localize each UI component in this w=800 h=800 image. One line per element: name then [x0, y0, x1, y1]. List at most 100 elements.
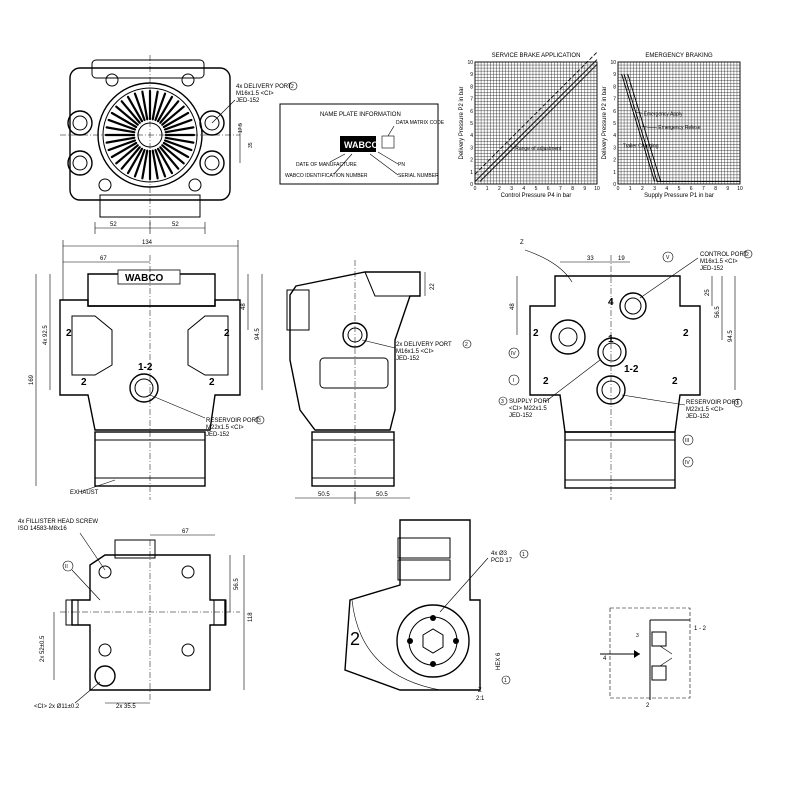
radial-slot: [154, 148, 167, 178]
front-dim-169: 169: [29, 374, 35, 385]
front-logo: WABCO: [125, 273, 164, 284]
rear-reservoir-num: 3: [736, 401, 739, 407]
radial-slot: [151, 90, 159, 121]
rear-supply-num: 3: [501, 399, 504, 405]
top-delivery-port-line2: M16x1.5 <CI>: [236, 91, 274, 97]
nameplate-wabco-id: WABCO IDENTIFICATION NUMBER: [285, 173, 368, 179]
chart-annotation: Range of adjustment: [515, 146, 562, 152]
rear-port-label-2b: 2: [683, 328, 689, 339]
rear-port-label-1-2: 1-2: [624, 364, 639, 375]
port-bottom-right: [199, 150, 225, 176]
radial-slot: [126, 95, 144, 123]
x-tick-label: 0: [617, 186, 620, 192]
detail-holes-num: 1: [522, 552, 525, 558]
rear-dim-56-5: 56.5: [715, 306, 721, 318]
top-delivery-port-line1: 4x DELIVERY PORT: [236, 84, 292, 90]
nameplate-title: NAME PLATE INFORMATION: [320, 112, 401, 118]
y-tick-label: 1: [613, 170, 616, 176]
y-tick-label: 2: [613, 158, 616, 164]
y-tick-label: 3: [470, 145, 473, 151]
schematic-label-1-2: 1 - 2: [694, 626, 707, 632]
rear-port-label-2c: 2: [543, 376, 549, 387]
rear-control-line3: JED-152: [700, 266, 724, 272]
radial-slot: [133, 148, 146, 178]
series-line: [627, 74, 662, 182]
rear-reservoir-line2: M22x1.5 <CI>: [686, 407, 724, 413]
y-tick-label: 4: [613, 133, 616, 139]
x-tick-label: 0: [474, 186, 477, 192]
radial-slot: [154, 92, 167, 122]
y-tick-label: 1: [470, 170, 473, 176]
radial-slot: [110, 111, 138, 129]
y-tick-label: 10: [467, 60, 473, 66]
side-dim-50-5b: 50.5: [376, 492, 388, 498]
chart-frame: [474, 61, 598, 185]
radial-slot: [163, 118, 193, 131]
x-tick-label: 9: [583, 186, 586, 192]
radial-slot: [120, 100, 141, 124]
side-delivery-line1: 2x DELIVERY PORT: [396, 342, 452, 348]
rear-z: Z: [520, 240, 524, 246]
radial-slot: [162, 141, 190, 159]
detail-z: Z: [478, 688, 482, 694]
top-view: 52 52 17.5 35 4x DELIVERY PORT M16x1.5 <…: [60, 55, 298, 234]
radial-slot: [110, 141, 138, 159]
dim-35: 35: [248, 142, 254, 148]
schematic-label-2: 2: [646, 703, 650, 709]
front-dim-67: 67: [100, 256, 107, 262]
rear-supply-line3: JED-152: [509, 413, 533, 419]
radial-slot: [161, 144, 185, 165]
rear-port-label-2d: 2: [672, 376, 678, 387]
radial-slot: [164, 136, 195, 144]
y-axis-label: Delivery Pressure P2 in bar: [459, 86, 465, 159]
schematic-label-3: 3: [636, 633, 639, 639]
front-reservoir-num: 3: [258, 418, 261, 424]
nameplate-date: DATE OF MANUFACTURE: [296, 162, 357, 168]
dim-17-5: 17.5: [238, 123, 244, 133]
bottom-dim-35-5: 2x 35.5: [116, 704, 136, 710]
radial-slot: [156, 147, 174, 175]
nameplate-data-matrix: DATA MATRIX CODE: [396, 120, 445, 126]
detail-holes-line2: PCD 17: [491, 558, 513, 564]
chart-title: SERVICE BRAKE APPLICATION: [492, 53, 581, 59]
rear-reservoir-line1: RESERVOIR PORT: [686, 400, 740, 406]
chart-annotation: Trailer Charging: [623, 143, 659, 149]
rear-control-line1: CONTROL PORT: [700, 252, 748, 258]
bottom-view: 4x FILLISTER HEAD SCREW ISO 14583-M8x16 …: [18, 519, 254, 710]
chart-emergency-braking: EMERGENCY BRAKING00112233445566778899101…: [602, 53, 743, 199]
front-dim-134: 134: [142, 240, 153, 246]
rear-dim-25: 25: [705, 289, 711, 296]
x-tick-label: 1: [629, 186, 632, 192]
rear-port-label-1: 1: [608, 334, 614, 345]
nameplate-serial: SERIAL NUMBER: [398, 173, 439, 179]
chart-annotation: Emergency Apply: [644, 112, 683, 118]
rear-roman-iii: III: [685, 438, 689, 444]
radial-slot: [120, 146, 141, 170]
radial-slot: [159, 146, 180, 170]
y-tick-label: 6: [613, 109, 616, 115]
series-line: [621, 74, 656, 182]
y-tick-label: 9: [613, 72, 616, 78]
x-tick-label: 2: [498, 186, 501, 192]
y-tick-label: 7: [470, 97, 473, 103]
radial-slot: [141, 90, 149, 121]
bottom-dim-56-5: 56.5: [234, 578, 240, 590]
y-tick-label: 0: [470, 182, 473, 188]
rear-roman-iv-b: IV: [685, 460, 690, 466]
pneumatic-schematic: 1 - 2 4 3 2: [600, 607, 707, 709]
chart-service-brake: SERVICE BRAKE APPLICATION001122334455667…: [459, 51, 600, 199]
x-tick-label: 7: [702, 186, 705, 192]
x-tick-label: 8: [714, 186, 717, 192]
front-exhaust: EXHAUST: [70, 490, 99, 496]
radial-slot: [105, 126, 136, 134]
annotation-leader: [506, 142, 515, 149]
hex-icon: [422, 628, 444, 654]
series-line: [474, 51, 598, 175]
front-port-label-2b: 2: [224, 328, 230, 339]
side-delivery-line3: JED-152: [396, 356, 420, 362]
bottom-hole-dim: <CI> 2x Ø11±0.2: [34, 704, 80, 710]
rear-supply-line2: <CI> M22x1.5: [509, 406, 547, 412]
top-delivery-port-line3: JED-152: [236, 98, 260, 104]
y-tick-label: 5: [470, 121, 473, 127]
y-tick-label: 7: [613, 97, 616, 103]
